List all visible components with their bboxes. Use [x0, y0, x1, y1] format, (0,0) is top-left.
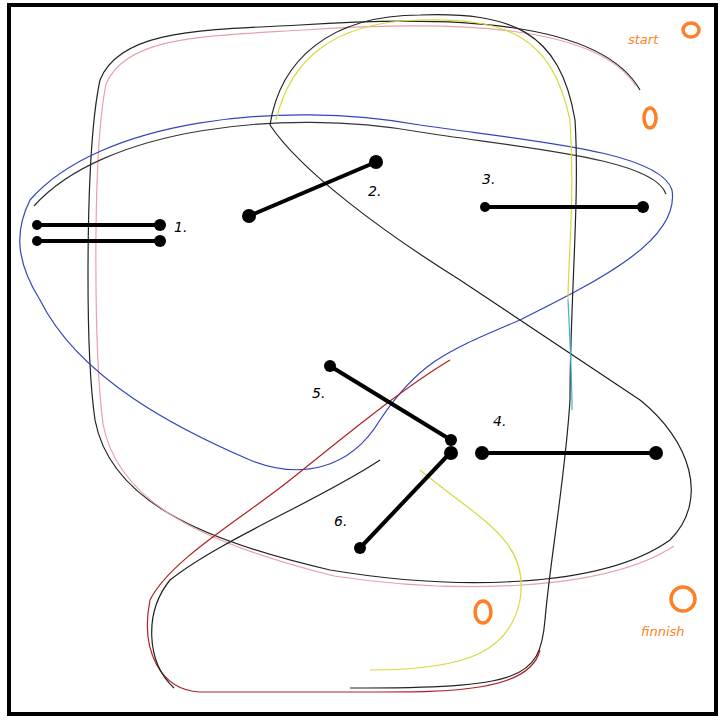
segment	[37, 239, 160, 243]
loop	[370, 470, 521, 670]
segment	[360, 452, 451, 548]
finish-marker	[671, 587, 695, 611]
finish-label: finnish	[641, 624, 685, 640]
start-label: start	[628, 32, 658, 48]
loop	[568, 300, 572, 410]
segment	[37, 223, 160, 227]
loop	[276, 20, 572, 300]
marker	[475, 601, 491, 623]
marker	[644, 108, 656, 128]
callout-number: 6.	[334, 513, 347, 529]
frame	[9, 5, 716, 714]
loop	[147, 360, 540, 692]
loop	[20, 115, 673, 470]
segment	[330, 366, 451, 440]
markers	[475, 23, 699, 623]
dots	[32, 155, 663, 554]
callout-number: 5.	[312, 385, 325, 401]
callout-number: 1.	[174, 219, 187, 235]
loop	[152, 460, 380, 688]
segment	[482, 451, 656, 455]
loop	[88, 21, 691, 582]
callout-number: 3.	[482, 171, 495, 187]
segments	[32, 155, 663, 554]
segment	[249, 162, 376, 216]
loop	[270, 15, 576, 688]
loop	[96, 26, 674, 587]
callout-number: 4.	[493, 413, 506, 429]
start-marker	[683, 23, 699, 37]
callout-number: 2.	[368, 183, 381, 199]
segment	[485, 205, 643, 209]
loops	[20, 15, 692, 692]
